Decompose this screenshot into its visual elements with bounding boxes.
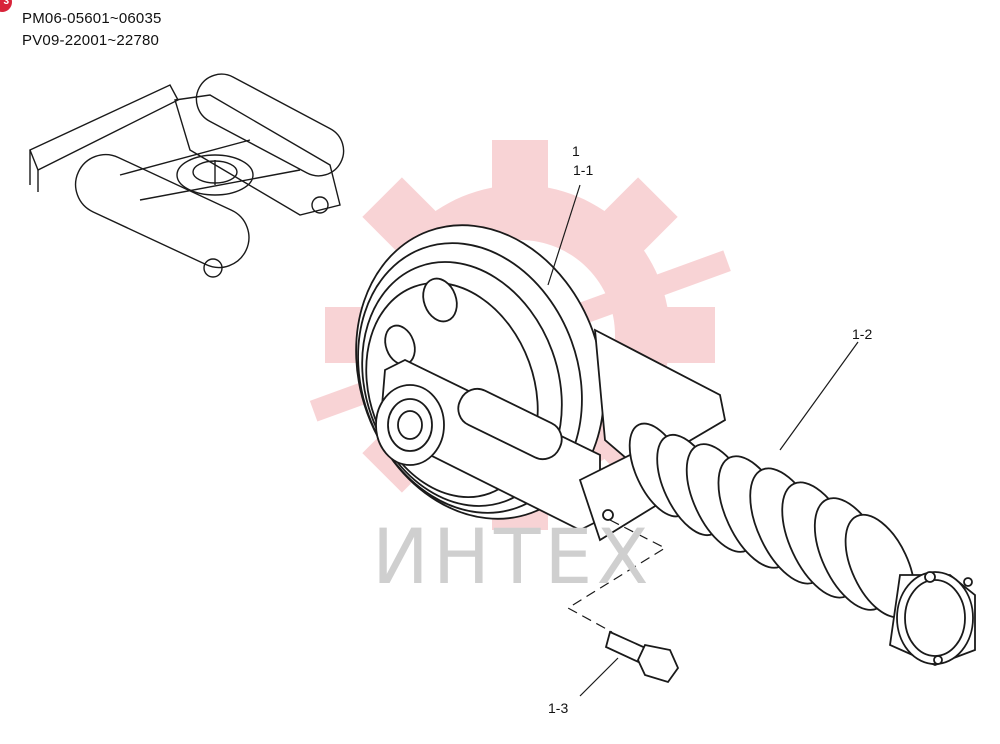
callout-label-spring: 1-2 xyxy=(852,326,873,342)
callout-leader-lines xyxy=(547,184,859,697)
watermark-text: ИНТЕХ xyxy=(372,512,653,601)
serial-range-1: PM06-05601~06035 xyxy=(22,10,162,27)
idler-yoke xyxy=(375,328,727,542)
undercarriage-overview-sketch xyxy=(29,73,345,278)
callout-label-assembly: 1 xyxy=(572,143,580,159)
spring-end-cap xyxy=(889,571,976,666)
callout-label-idler: 1-1 xyxy=(573,162,594,178)
bolt xyxy=(604,630,680,684)
serial-range-2: PV09-22001~22780 xyxy=(22,32,160,49)
callout-label-bolt: 1-3 xyxy=(548,700,569,716)
page-badge: 3 xyxy=(0,0,12,12)
assembly-guide-line xyxy=(566,519,667,633)
recoil-spring xyxy=(628,422,916,619)
